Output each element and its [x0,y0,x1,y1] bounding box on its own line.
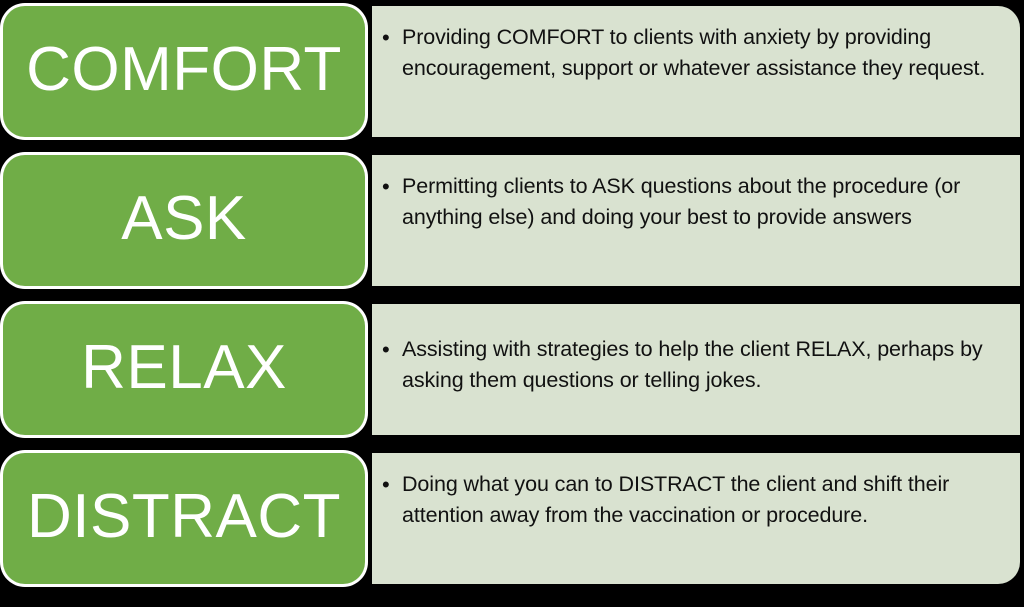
table-row: ASK • Permitting clients to ASK question… [0,155,1024,286]
description-panel-relax: • Assisting with strategies to help the … [372,304,1020,435]
table-row: RELAX • Assisting with strategies to hel… [0,304,1024,435]
label-chip-relax-text: RELAX [81,332,287,402]
bullet-icon: • [382,25,390,50]
description-panel-comfort: • Providing COMFORT to clients with anxi… [372,6,1020,137]
description-panel-distract: • Doing what you can to DISTRACT the cli… [372,453,1020,584]
description-text-comfort: Providing COMFORT to clients with anxiet… [402,25,986,80]
table-row: COMFORT • Providing COMFORT to clients w… [0,6,1024,137]
label-chip-distract[interactable]: DISTRACT [3,453,365,584]
label-chip-distract-text: DISTRACT [27,481,341,551]
description-panel-ask: • Permitting clients to ASK questions ab… [372,155,1020,286]
bullet-icon: • [382,337,390,362]
label-chip-ask-text: ASK [121,183,247,253]
label-chip-comfort-text: COMFORT [26,34,342,104]
table-row: DISTRACT • Doing what you can to DISTRAC… [0,453,1024,584]
label-chip-relax[interactable]: RELAX [3,304,365,435]
label-chip-ask[interactable]: ASK [3,155,365,286]
label-chip-comfort[interactable]: COMFORT [3,6,365,137]
bullet-icon: • [382,472,390,497]
bullet-icon: • [382,174,390,199]
description-text-distract: Doing what you can to DISTRACT the clien… [402,472,950,527]
description-text-ask: Permitting clients to ASK questions abou… [402,174,961,229]
description-text-relax: Assisting with strategies to help the cl… [402,337,983,392]
